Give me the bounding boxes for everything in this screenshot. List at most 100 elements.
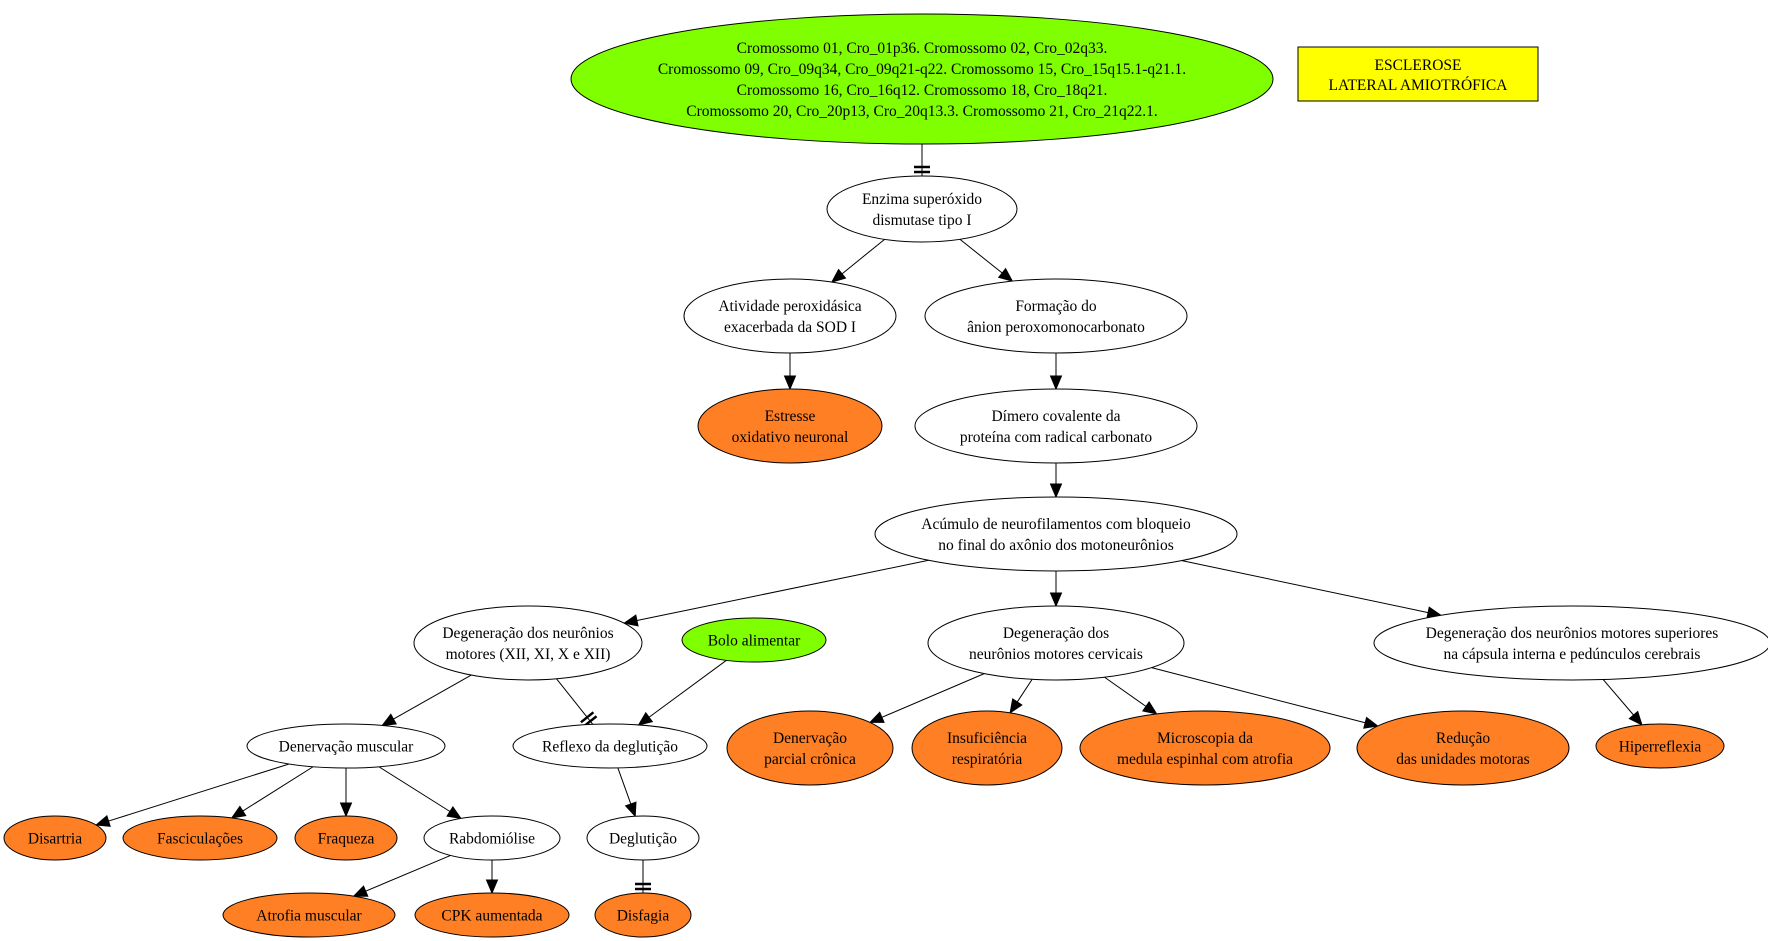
node-label: Redução	[1436, 730, 1490, 747]
arrow-head	[1049, 375, 1063, 391]
arrow-head	[1049, 592, 1063, 608]
node-label: motores (XII, XI, X e XII)	[446, 646, 611, 663]
node-atrofia: Atrofia muscular	[222, 892, 396, 938]
node-label: Formação do	[1015, 298, 1097, 315]
node-label: proteína com radical carbonato	[960, 429, 1153, 446]
node-label: dismutase tipo I	[872, 212, 971, 229]
edge-line	[959, 238, 1003, 274]
node-ellipse	[927, 605, 1185, 681]
node-label: Degeneração dos	[1003, 625, 1109, 642]
edge-degen-cervicais-to-microscopia	[1104, 676, 1158, 715]
node-label: no final do axônio dos motoneurônios	[938, 537, 1174, 554]
edge-reflexo-to-degluticao	[617, 767, 637, 818]
edge-degen-cervicais-to-insuficiencia	[1009, 679, 1033, 714]
edge-line	[1151, 667, 1366, 724]
node-label: Dímero covalente da	[991, 408, 1120, 425]
node-reflexo: Reflexo da deglutição	[512, 723, 708, 769]
edge-line	[378, 766, 451, 812]
node-ellipse	[122, 815, 278, 861]
node-label: Hiperreflexia	[1619, 739, 1702, 756]
edge-line	[1016, 679, 1033, 703]
node-degen-cervicais: Degeneração dos neurônios motores cervica…	[927, 605, 1185, 681]
node-ellipse	[570, 13, 1274, 145]
edge-line	[242, 766, 314, 812]
node-label: Denervação	[773, 730, 847, 747]
node-label: Degeneração dos neurônios	[442, 625, 613, 642]
edge-degluticao-to-disfagia	[635, 860, 651, 893]
node-cromossomos: Cromossomo 01, Cro_01p36. Cromossomo 02,…	[570, 13, 1274, 145]
node-cpk: CPK aumentada	[414, 892, 570, 938]
node-ellipse	[681, 617, 827, 663]
nodes-layer: Cromossomo 01, Cro_01p36. Cromossomo 02,…	[3, 13, 1768, 938]
arrow-head	[637, 711, 654, 726]
node-label: CPK aumentada	[441, 908, 542, 925]
node-ellipse	[413, 605, 643, 681]
edge-enzima-to-atividade	[830, 238, 885, 283]
node-label: Cromossomo 01, Cro_01p36. Cromossomo 02,…	[737, 40, 1108, 57]
edge-dimero-to-acumulo	[1049, 463, 1063, 499]
node-label: Fasciculações	[157, 831, 243, 848]
node-label: Microscopia da	[1157, 730, 1253, 747]
node-label: das unidades motoras	[1396, 751, 1529, 768]
arrow-head	[352, 885, 369, 897]
arrow-head	[1141, 700, 1158, 715]
title-line-2: LATERAL AMIOTRÓFICA	[1329, 77, 1509, 94]
node-label: Denervação muscular	[279, 739, 415, 756]
node-ellipse	[423, 815, 561, 861]
arrow-head	[1009, 698, 1023, 714]
arrow-head	[622, 614, 639, 627]
node-label: Insuficiência	[947, 730, 1027, 747]
arrow-head	[624, 801, 637, 818]
title-box-rect	[1297, 46, 1539, 102]
node-ellipse	[594, 892, 692, 938]
edge-line	[1181, 560, 1429, 614]
node-enzima: Enzima superóxido dismutase tipo I	[826, 175, 1018, 243]
arrow-head	[1363, 716, 1379, 729]
edge-line	[1104, 676, 1147, 707]
node-label: Rabdomiólise	[449, 831, 535, 848]
edge-line	[617, 767, 632, 805]
node-ellipse	[1373, 605, 1768, 681]
edge-line	[365, 854, 451, 892]
arrow-head	[230, 805, 247, 819]
node-label: parcial crônica	[764, 751, 856, 768]
edges-layer	[94, 144, 1643, 897]
node-ellipse	[1356, 710, 1570, 786]
node-ellipse	[826, 175, 1018, 243]
edge-line	[636, 559, 929, 622]
node-label: Deglutição	[609, 831, 677, 848]
edge-acumulo-to-degen-xii	[622, 559, 929, 627]
node-label: Cromossomo 09, Cro_09q34, Cro_09q21-q22.…	[658, 61, 1186, 78]
edge-rabdomiolise-to-cpk	[485, 860, 499, 895]
node-rabdomiolise: Rabdomiólise	[423, 815, 561, 861]
node-fraqueza: Fraqueza	[294, 815, 398, 861]
arrow-head	[339, 802, 353, 818]
node-acumulo: Acúmulo de neurofilamentos com bloqueio n…	[874, 496, 1238, 572]
edge-denervacao-muscular-to-rabdomiolise	[378, 766, 463, 820]
arrow-head	[1049, 483, 1063, 499]
node-label: Enzima superóxido	[862, 191, 982, 208]
edge-line	[881, 673, 985, 718]
arrow-head	[446, 805, 463, 820]
edge-denervacao-muscular-to-fraqueza	[339, 768, 353, 818]
edge-denervacao-muscular-to-disartria	[94, 763, 290, 827]
arrow-head	[783, 375, 797, 391]
node-label: Atividade peroxidásica	[718, 298, 861, 315]
node-label: Cromossomo 16, Cro_16q12. Cromossomo 18,…	[737, 82, 1108, 99]
node-label: exacerbada da SOD I	[724, 319, 856, 336]
edge-line	[393, 674, 472, 720]
node-ellipse	[914, 388, 1198, 464]
edge-denervacao-muscular-to-fasciculacoes	[230, 766, 314, 819]
edge-cromossomos-to-enzima	[914, 144, 930, 176]
title-box: ESCLEROSE LATERAL AMIOTRÓFICA	[1297, 46, 1539, 102]
node-label: Disfagia	[617, 908, 670, 925]
arrow-head	[485, 879, 499, 895]
node-label: Disartria	[28, 831, 82, 848]
edge-enzima-to-formacao	[959, 238, 1014, 282]
node-degen-xii: Degeneração dos neurônios motores (XII, X…	[413, 605, 643, 681]
node-label: medula espinhal com atrofia	[1117, 751, 1293, 768]
node-label: neurônios motores cervicais	[969, 646, 1143, 663]
node-ellipse	[924, 278, 1188, 354]
node-label: Acúmulo de neurofilamentos com bloqueio	[921, 516, 1191, 533]
